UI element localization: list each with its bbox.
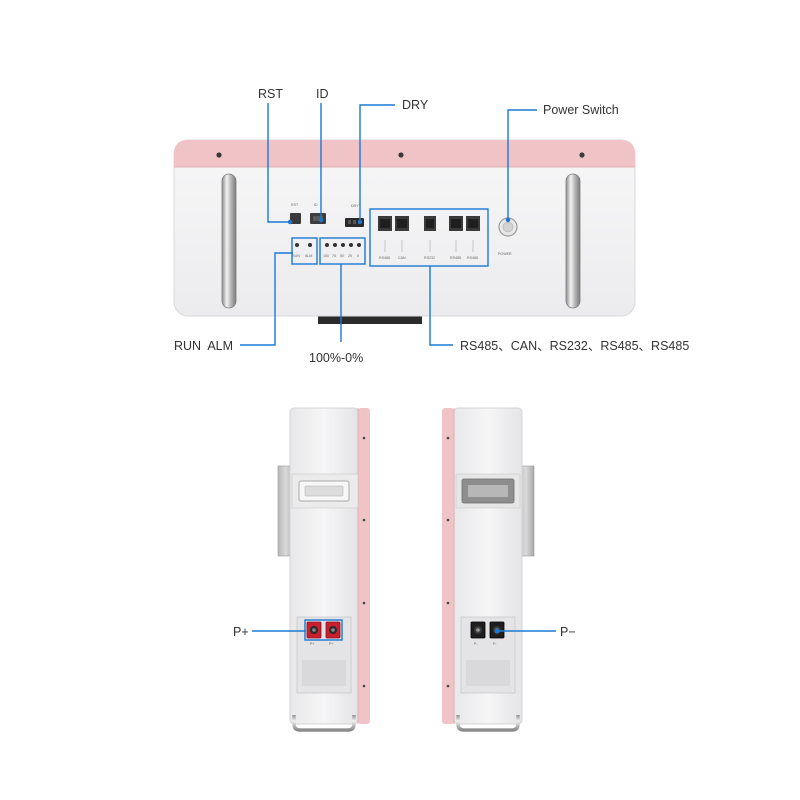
soc-label: 100%-0%	[309, 351, 363, 365]
power-connector-icon: P+	[325, 621, 341, 646]
power-switch-label: Power Switch	[543, 103, 619, 117]
p-minus-small-2: P-	[493, 642, 497, 646]
pink-top-cover	[174, 140, 635, 167]
power-small-label: POWER	[498, 252, 512, 256]
run-alm-leds: RUN ALM	[292, 243, 312, 258]
handle-icon	[221, 173, 237, 309]
power-button-icon: POWER	[498, 217, 518, 256]
dry-label: DRY	[402, 98, 429, 112]
front-view: RST ID DRY RUN ALM	[173, 87, 689, 365]
comm-ports: RS485 CAN RS232 RS485 RS485	[378, 216, 480, 260]
power-connector-icon: P-	[470, 621, 486, 646]
callout-dots	[287, 217, 511, 225]
screw	[216, 152, 222, 158]
port-small-label-3: RS232	[424, 256, 435, 260]
soc-small-label-2: 75	[332, 254, 336, 258]
run-small-label: RUN	[292, 254, 300, 258]
p-minus-small-1: P-	[474, 642, 478, 646]
run-alm-label: RUN ALM	[174, 339, 233, 353]
soc-small-label-3: 50	[340, 254, 344, 258]
rst-button: RST	[290, 203, 301, 224]
alm-small-label: ALM	[305, 254, 312, 258]
soc-small-label-4: 25	[348, 254, 352, 258]
port-small-label-1: RS485	[379, 256, 390, 260]
p-plus-small-1: P+	[310, 642, 315, 646]
screw	[579, 152, 585, 158]
p-plus-small-2: P+	[329, 642, 334, 646]
port-small-label-4: RS485	[450, 256, 461, 260]
id-small-label: ID	[314, 203, 318, 207]
id-label: ID	[316, 87, 329, 101]
p-minus-label: P−	[560, 625, 576, 639]
rst-label: RST	[258, 87, 283, 101]
rst-small-label: RST	[291, 203, 299, 207]
side-view-negative: P- P- P−	[442, 407, 576, 732]
port-small-label-5: RS485	[467, 256, 478, 260]
p-plus-label: P+	[233, 625, 249, 639]
p-plus-callout-line	[252, 619, 343, 641]
side-view-positive: P+ P+ P+	[233, 407, 370, 732]
screw	[398, 152, 404, 158]
ports-label: RS485、CAN、RS232、RS485、RS485	[460, 339, 689, 353]
soc-small-label-1: 100	[323, 254, 329, 258]
front-callout-lines	[240, 103, 537, 346]
handle-icon	[565, 173, 581, 309]
dry-small-label: DRY	[351, 204, 359, 208]
port-small-label-2: CAN	[398, 256, 406, 260]
soc-leds: 100 75 50 25 0	[323, 243, 361, 258]
power-connector-icon: P+	[306, 621, 322, 646]
soc-small-label-5: 0	[357, 254, 359, 258]
